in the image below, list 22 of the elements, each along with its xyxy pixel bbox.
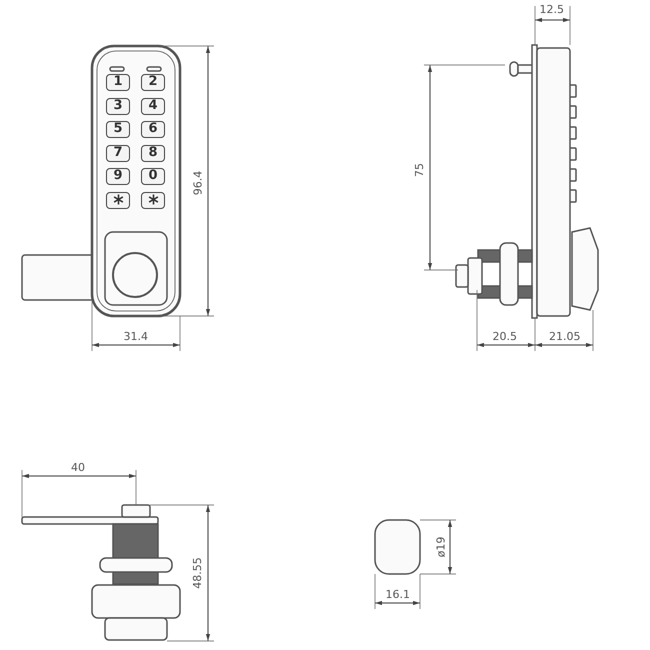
keypad-key <box>106 192 130 208</box>
keypad-key: 4 <box>141 98 165 114</box>
dimension-label: 12.5 <box>540 4 564 16</box>
keypad-key: 8 <box>141 144 165 162</box>
keypad-key: 6 <box>141 121 165 138</box>
dimension-label: 31.4 <box>124 331 148 343</box>
dimension-label: ø19 <box>434 536 447 558</box>
dimension-label: 75 <box>414 163 426 177</box>
keypad-key: 0 <box>141 168 165 185</box>
keypad-key: 7 <box>106 144 130 162</box>
dimension-label: 48.55 <box>192 557 204 589</box>
keypad-key <box>141 192 165 208</box>
keypad-key: 2 <box>141 74 165 91</box>
dimension-label: 16.1 <box>386 589 410 601</box>
keypad-key: 9 <box>106 168 130 185</box>
dimension-label: 96.4 <box>192 170 204 196</box>
dimension-label: 20.5 <box>492 331 517 343</box>
keypad-key: 1 <box>106 74 130 91</box>
dimension-label: 40 <box>71 462 85 474</box>
dimension-label: 21.05 <box>549 331 580 343</box>
keypad-key: 3 <box>106 98 130 114</box>
keypad-key: 5 <box>106 121 130 138</box>
